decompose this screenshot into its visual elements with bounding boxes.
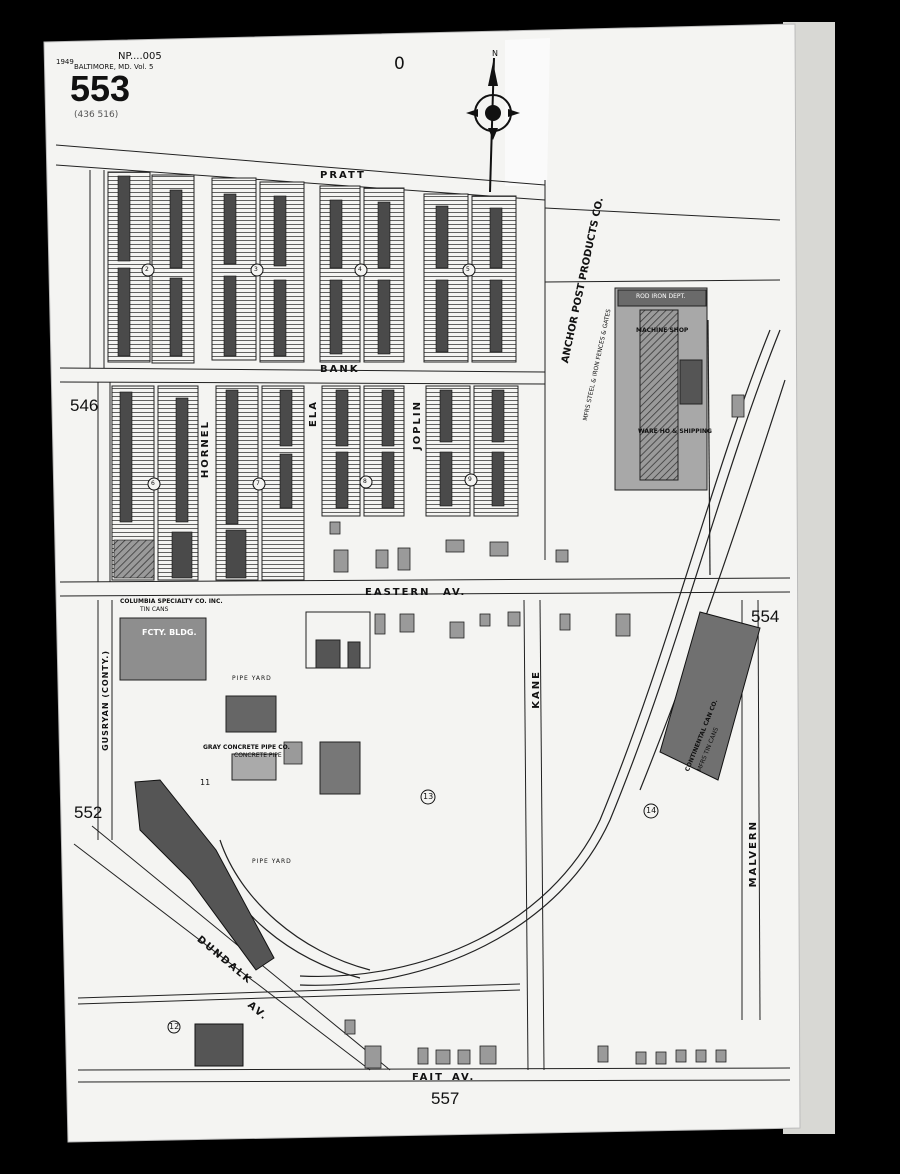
- street-malvern: MALVERN: [748, 820, 759, 888]
- header-code-label: NP....005: [118, 51, 162, 62]
- block-number-4: 4: [358, 266, 362, 273]
- gray-pipe-building: [225, 695, 277, 733]
- top-mark: 0: [394, 54, 405, 74]
- block-number-14: 14: [646, 806, 657, 815]
- pipe-yard-upper: PIPE YARD: [232, 675, 272, 682]
- lot-tin-cans-dark-2: [347, 641, 361, 669]
- rod-iron-dept-label: ROD IRON DEPT.: [636, 293, 686, 300]
- diagonal-plant: [134, 779, 275, 971]
- columbia-specialty-name: COLUMBIA SPECIALTY CO. INC.: [120, 598, 223, 605]
- anchor-post-products-plant: [614, 287, 708, 491]
- lot-tin-cans-dark: [315, 639, 341, 669]
- machine-shop-label: MACHINE SHOP: [636, 327, 689, 334]
- adjoining-sheet-west-upper: 546: [70, 396, 99, 415]
- block-number-13: 13: [423, 792, 434, 801]
- columbia-factory-building: [119, 617, 207, 681]
- street-eastern: EASTERN: [365, 587, 431, 598]
- gray-pipe-shed: [319, 741, 361, 795]
- sheet-sub-number: (436 516): [74, 110, 119, 120]
- street-eastern-av: AV.: [443, 587, 467, 598]
- block-number-3: 3: [254, 266, 258, 273]
- pipe-yard-lower: PIPE YARD: [252, 858, 292, 865]
- adjoining-sheet-east: 554: [751, 607, 780, 626]
- compass-rose-icon: [466, 57, 520, 193]
- street-gusryan: GUSRYAN (CONTY.): [101, 650, 110, 751]
- street-lines: [55, 144, 791, 1083]
- warehouse-shipping-label: WARE HO & SHIPPING: [638, 428, 712, 435]
- block-number-7: 7: [256, 480, 260, 487]
- columbia-specialty-products: TIN CANS: [140, 606, 169, 613]
- railroad-tracks: [209, 319, 786, 986]
- sheet-number: 553: [70, 68, 131, 109]
- north-label: N: [492, 49, 498, 58]
- street-kane: KANE: [531, 670, 542, 709]
- street-ela: ELA: [308, 400, 319, 427]
- continental-can-plant: [659, 611, 761, 781]
- block-number-8: 8: [363, 478, 367, 485]
- block-number-5: 5: [466, 266, 470, 273]
- header-city-label: BALTIMORE, MD. Vol. 5: [74, 63, 154, 71]
- adjoining-sheet-south: 557: [431, 1089, 460, 1108]
- gray-concrete-pipe-products: CONCRETE PIPE: [234, 752, 282, 759]
- adjoining-sheet-west-lower: 552: [74, 803, 103, 822]
- small-buildings: [283, 394, 745, 1069]
- block-number-circles: [141, 263, 659, 1034]
- street-fait-av: AV.: [452, 1072, 476, 1083]
- header-left-mark: 1949: [56, 58, 74, 66]
- street-hornel: HORNEL: [200, 420, 211, 479]
- paper-corner: [505, 38, 550, 186]
- block-number-9: 9: [468, 476, 472, 483]
- gray-pipe-kiln: [231, 753, 277, 781]
- block-number-11: 11: [200, 778, 211, 787]
- street-fait: FAIT: [412, 1072, 444, 1083]
- street-bank: BANK: [320, 364, 360, 375]
- factory-building-label: FCTY. BLDG.: [142, 628, 197, 637]
- street-joplin: JOPLIN: [412, 400, 423, 451]
- block-number-12: 12: [169, 1022, 180, 1031]
- block-number-2: 2: [145, 266, 149, 273]
- gray-concrete-pipe-name: GRAY CONCRETE PIPE CO.: [203, 744, 290, 751]
- dundalk-corner-building: [194, 1023, 244, 1067]
- block-number-6: 6: [151, 480, 155, 487]
- brick-dwellings: [113, 175, 505, 579]
- street-pratt: PRATT: [320, 170, 366, 181]
